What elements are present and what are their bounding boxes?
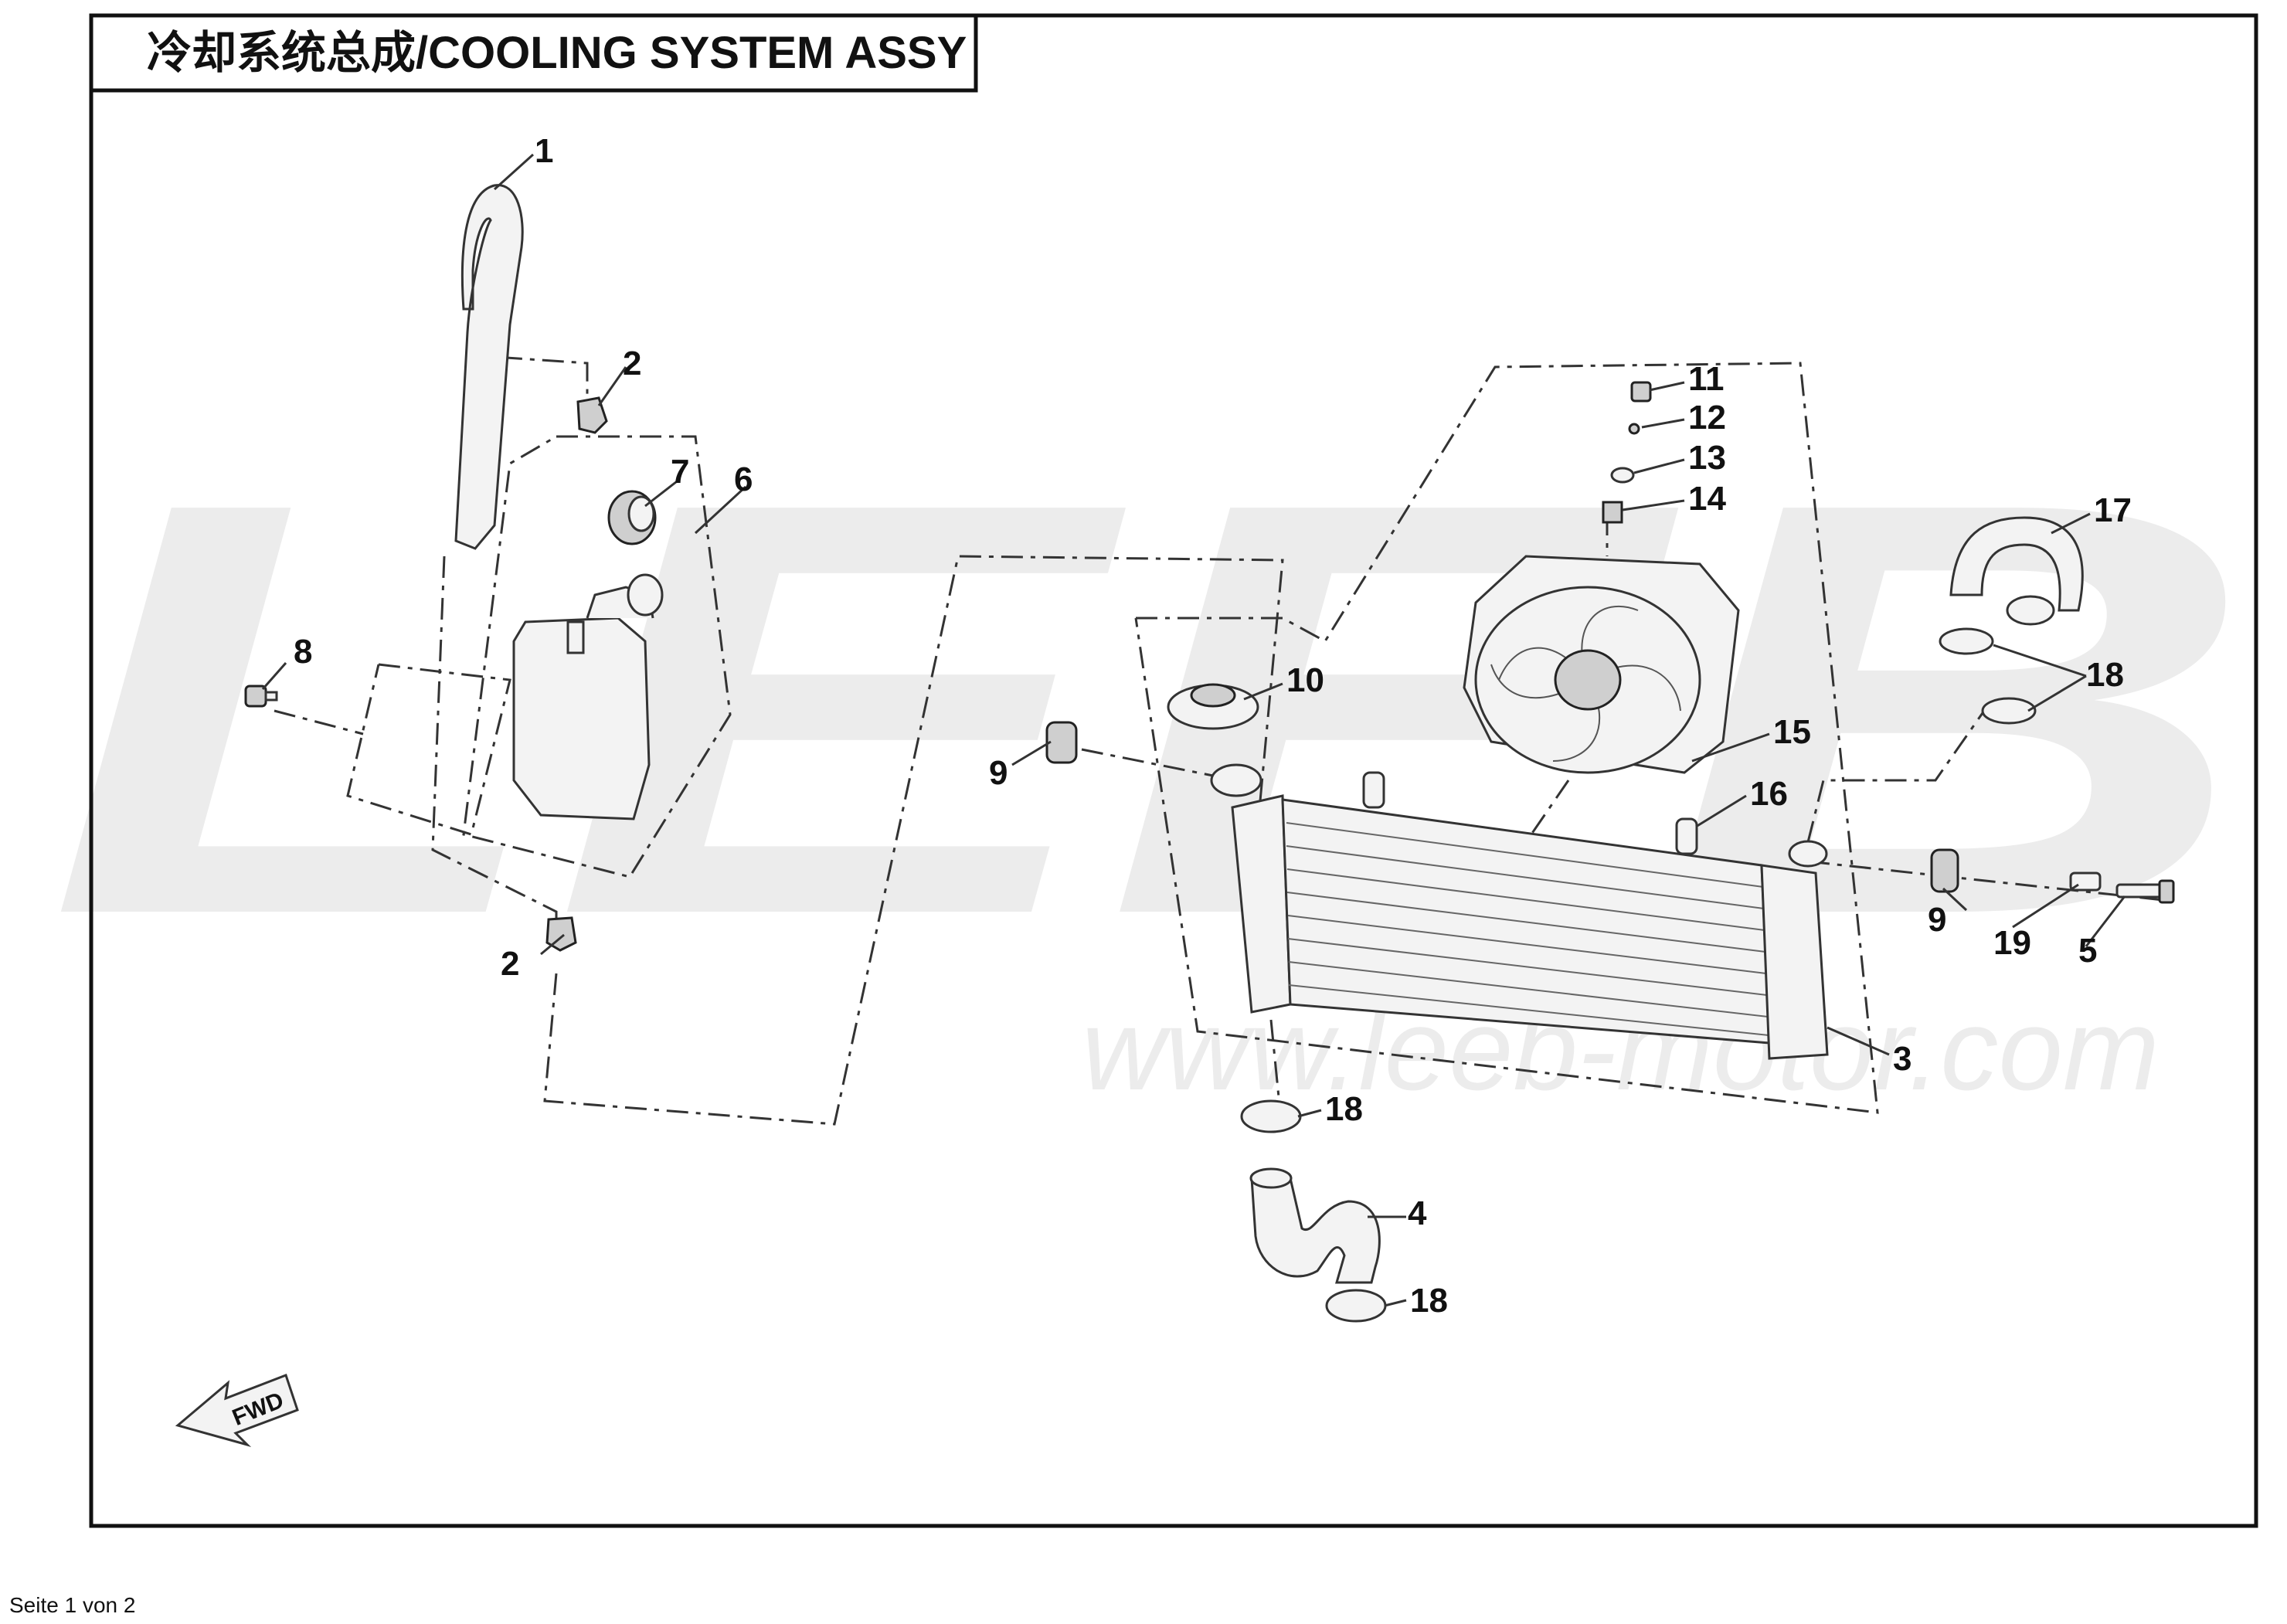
lower-coolant-hose [1249, 1167, 1381, 1284]
overflow-hose-body [454, 184, 524, 550]
clamp-18-lower-a [1240, 1099, 1302, 1133]
assembly-lines [274, 301, 2164, 1126]
grommet-left [1045, 721, 1078, 764]
grommet-right-body [1930, 848, 1959, 893]
callout-labels: 1 2 2 3 4 5 6 7 8 9 9 10 11 12 13 14 15 … [294, 132, 2132, 1320]
fan-fasteners [1602, 381, 1652, 524]
callout-9-right: 9 [1928, 901, 1946, 939]
bolt5-axis [1807, 860, 2164, 902]
callout-19: 19 [1993, 924, 2031, 962]
washer-12 [1628, 423, 1640, 435]
reservoir-cap [607, 490, 657, 545]
bolt8-axis [274, 709, 364, 736]
callout-4: 4 [1408, 1194, 1427, 1232]
radiator-outlet [1788, 840, 1828, 868]
washer-13 [1610, 467, 1635, 484]
radiator-cap-top [1190, 683, 1236, 708]
lower-hose-axis [1269, 1019, 1280, 1098]
callout-15: 15 [1773, 713, 1811, 751]
lower-hose-end [1249, 1167, 1293, 1189]
clamp-18-upper-b [1981, 697, 2037, 725]
upper-coolant-hose [1949, 516, 2084, 626]
fwd-arrow: FWD [175, 1374, 299, 1447]
title-block: 冷却系统总成/COOLING SYSTEM ASSY [89, 13, 978, 93]
lower-hose-body [1250, 1177, 1381, 1284]
bolt-8 [244, 685, 278, 708]
upper-hose-path [1806, 702, 1991, 843]
clamp-18-upper-a [1939, 627, 1994, 655]
radiator-bracket-left [1362, 771, 1385, 809]
callout-18-upper: 18 [2086, 656, 2124, 694]
nut-14 [1602, 501, 1623, 524]
callout-8: 8 [294, 633, 312, 671]
coolant-reservoir [512, 573, 664, 820]
radiator-filler-neck [1210, 763, 1262, 797]
bolt-5 [2115, 879, 2175, 904]
callout-2-upper: 2 [623, 345, 641, 382]
upper-clamps [1939, 627, 2037, 725]
callout-13: 13 [1688, 439, 1726, 477]
hose-to-radiator-path [543, 555, 1284, 1126]
fwd-arrow-shape [175, 1374, 299, 1447]
bolt-8-shank [264, 691, 278, 702]
reservoir-outline [462, 435, 732, 878]
reservoir-nipple [566, 620, 585, 654]
upper-hose-body [1949, 516, 2084, 612]
callout-16: 16 [1750, 775, 1788, 813]
radiator [1210, 763, 1829, 1060]
radiator-bracket-right [1675, 817, 1698, 855]
watermark: LEEB www.leeb-motor.com [46, 381, 2256, 1114]
fan-to-radiator-axis [1524, 780, 1570, 843]
reservoir-filler [627, 573, 664, 617]
cooling-fan [1463, 555, 1740, 774]
clamp-18-lower-b [1325, 1289, 1387, 1323]
upper-hose-end [2006, 595, 2055, 626]
grommet-right [1930, 848, 1959, 893]
grommet-left-body [1045, 721, 1078, 764]
callout-leaders [261, 153, 2126, 1307]
fan-hub [1554, 649, 1622, 711]
callout-9-left: 9 [989, 754, 1008, 792]
callout-1: 1 [535, 132, 553, 170]
callout-18-middle: 18 [1325, 1090, 1363, 1128]
callout-18-lower: 18 [1410, 1282, 1448, 1320]
clamp-upper-body [576, 396, 608, 434]
bolt-5-shank [2115, 883, 2165, 899]
clamp-upper [576, 396, 608, 434]
title-box [89, 13, 978, 93]
drawing-border [89, 13, 2258, 1528]
bolt-5-head [2158, 879, 2175, 904]
callout-6: 6 [734, 460, 753, 498]
lower-clamps [1240, 1099, 1387, 1323]
radiator-outline [1134, 362, 1879, 1114]
bolt8-outline [346, 663, 511, 836]
callout-17: 17 [2094, 491, 2132, 529]
overflow-hose [454, 184, 524, 550]
radiator-cap [1167, 683, 1259, 730]
callout-3: 3 [1893, 1040, 1911, 1078]
grommet9-left-axis [1081, 748, 1237, 782]
callout-5: 5 [2078, 932, 2097, 970]
reservoir-tank [512, 617, 651, 820]
callout-14: 14 [1688, 480, 1726, 518]
bolt-11 [1630, 381, 1652, 403]
page-footer: Seite 1 von 2 [9, 1593, 136, 1617]
callout-10: 10 [1286, 661, 1324, 699]
radiator-right-tank [1760, 864, 1829, 1060]
page-title: 冷却系统总成/COOLING SYSTEM ASSY [147, 28, 967, 78]
callout-12: 12 [1688, 399, 1726, 437]
callout-2-lower: 2 [501, 945, 519, 983]
watermark-logo: LEEB [46, 381, 2256, 1037]
radiator-fins [1286, 822, 1769, 1036]
callout-7: 7 [671, 453, 689, 491]
callout-11: 11 [1688, 360, 1725, 398]
